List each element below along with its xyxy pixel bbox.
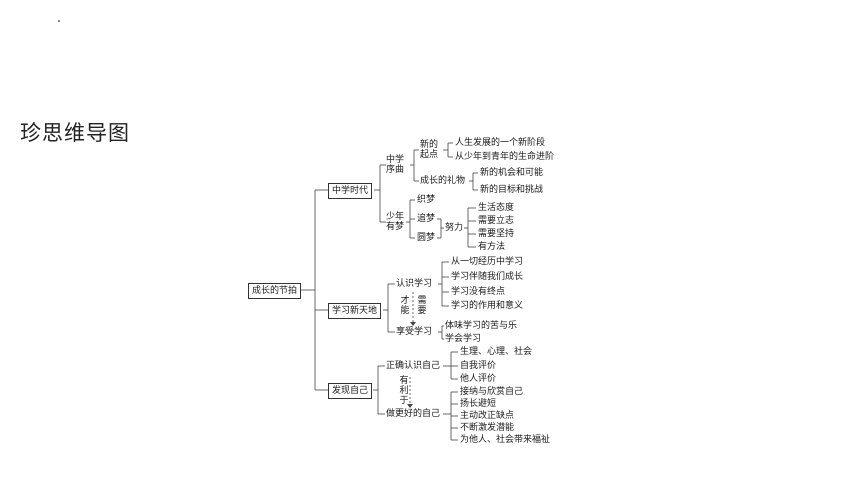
better-item-1: 接纳与欣赏自己	[460, 387, 524, 397]
branch-discover-self: 发现自己	[328, 383, 373, 399]
new-start-item-2: 从少年到青年的生命进阶	[455, 152, 555, 162]
prelude-node: 中学 序曲	[386, 155, 405, 175]
correct-item-1: 生理、心理、社会	[460, 347, 533, 357]
know-item-4: 学习的作用和意义	[451, 301, 524, 311]
gift-item-2: 新的目标和挑战	[480, 185, 544, 195]
correct-item-3: 他人评价	[460, 374, 497, 384]
better-item-3: 主动改正缺点	[460, 411, 515, 421]
ability-label: 才能	[400, 296, 410, 316]
enjoy-learning-node: 享受学习	[396, 327, 433, 337]
know-item-1: 从一切经历中学习	[451, 257, 524, 267]
correct-item-2: 自我评价	[460, 361, 497, 371]
chase-dream-node: 追梦	[417, 214, 436, 224]
effort-item-1: 生活态度	[478, 203, 515, 213]
better-self-node: 做更好的自己	[386, 409, 441, 419]
effort-node: 努力	[445, 223, 464, 233]
new-start-item-1: 人生发展的一个新阶段	[455, 138, 546, 148]
gift-item-1: 新的机会和可能	[480, 168, 544, 178]
branch-learning: 学习新天地	[328, 303, 382, 319]
root-node: 成长的节拍	[248, 283, 302, 299]
effort-item-4: 有方法	[478, 242, 506, 252]
page-title: 珍思维导图	[20, 121, 130, 145]
know-item-3: 学习没有终点	[451, 287, 506, 297]
know-item-2: 学习伴随我们成长	[451, 272, 524, 282]
branch-middle-school: 中学时代	[328, 183, 373, 199]
correct-self-node: 正确认识自己	[386, 361, 441, 371]
better-item-5: 为他人、社会带来福祉	[460, 435, 551, 445]
dream-node: 少年 有梦	[386, 212, 405, 232]
need-label: 需要	[417, 296, 427, 316]
enjoy-item-2: 学会学习	[445, 334, 482, 344]
know-learning-node: 认识学习	[396, 279, 433, 289]
realize-dream-node: 圆梦	[417, 233, 436, 243]
effort-item-2: 需要立志	[478, 216, 515, 226]
enjoy-item-1: 体味学习的苦与乐	[445, 321, 518, 331]
new-start-node: 新的 起点	[420, 140, 439, 160]
gift-node: 成长的礼物	[420, 176, 466, 186]
weave-dream-node: 织梦	[417, 195, 436, 205]
effort-item-3: 需要坚持	[478, 229, 515, 239]
stray-dot	[58, 20, 60, 22]
beneficial-label: 有利于	[399, 376, 409, 406]
better-item-4: 不断激发潜能	[460, 423, 515, 433]
better-item-2: 扬长避短	[460, 399, 497, 409]
